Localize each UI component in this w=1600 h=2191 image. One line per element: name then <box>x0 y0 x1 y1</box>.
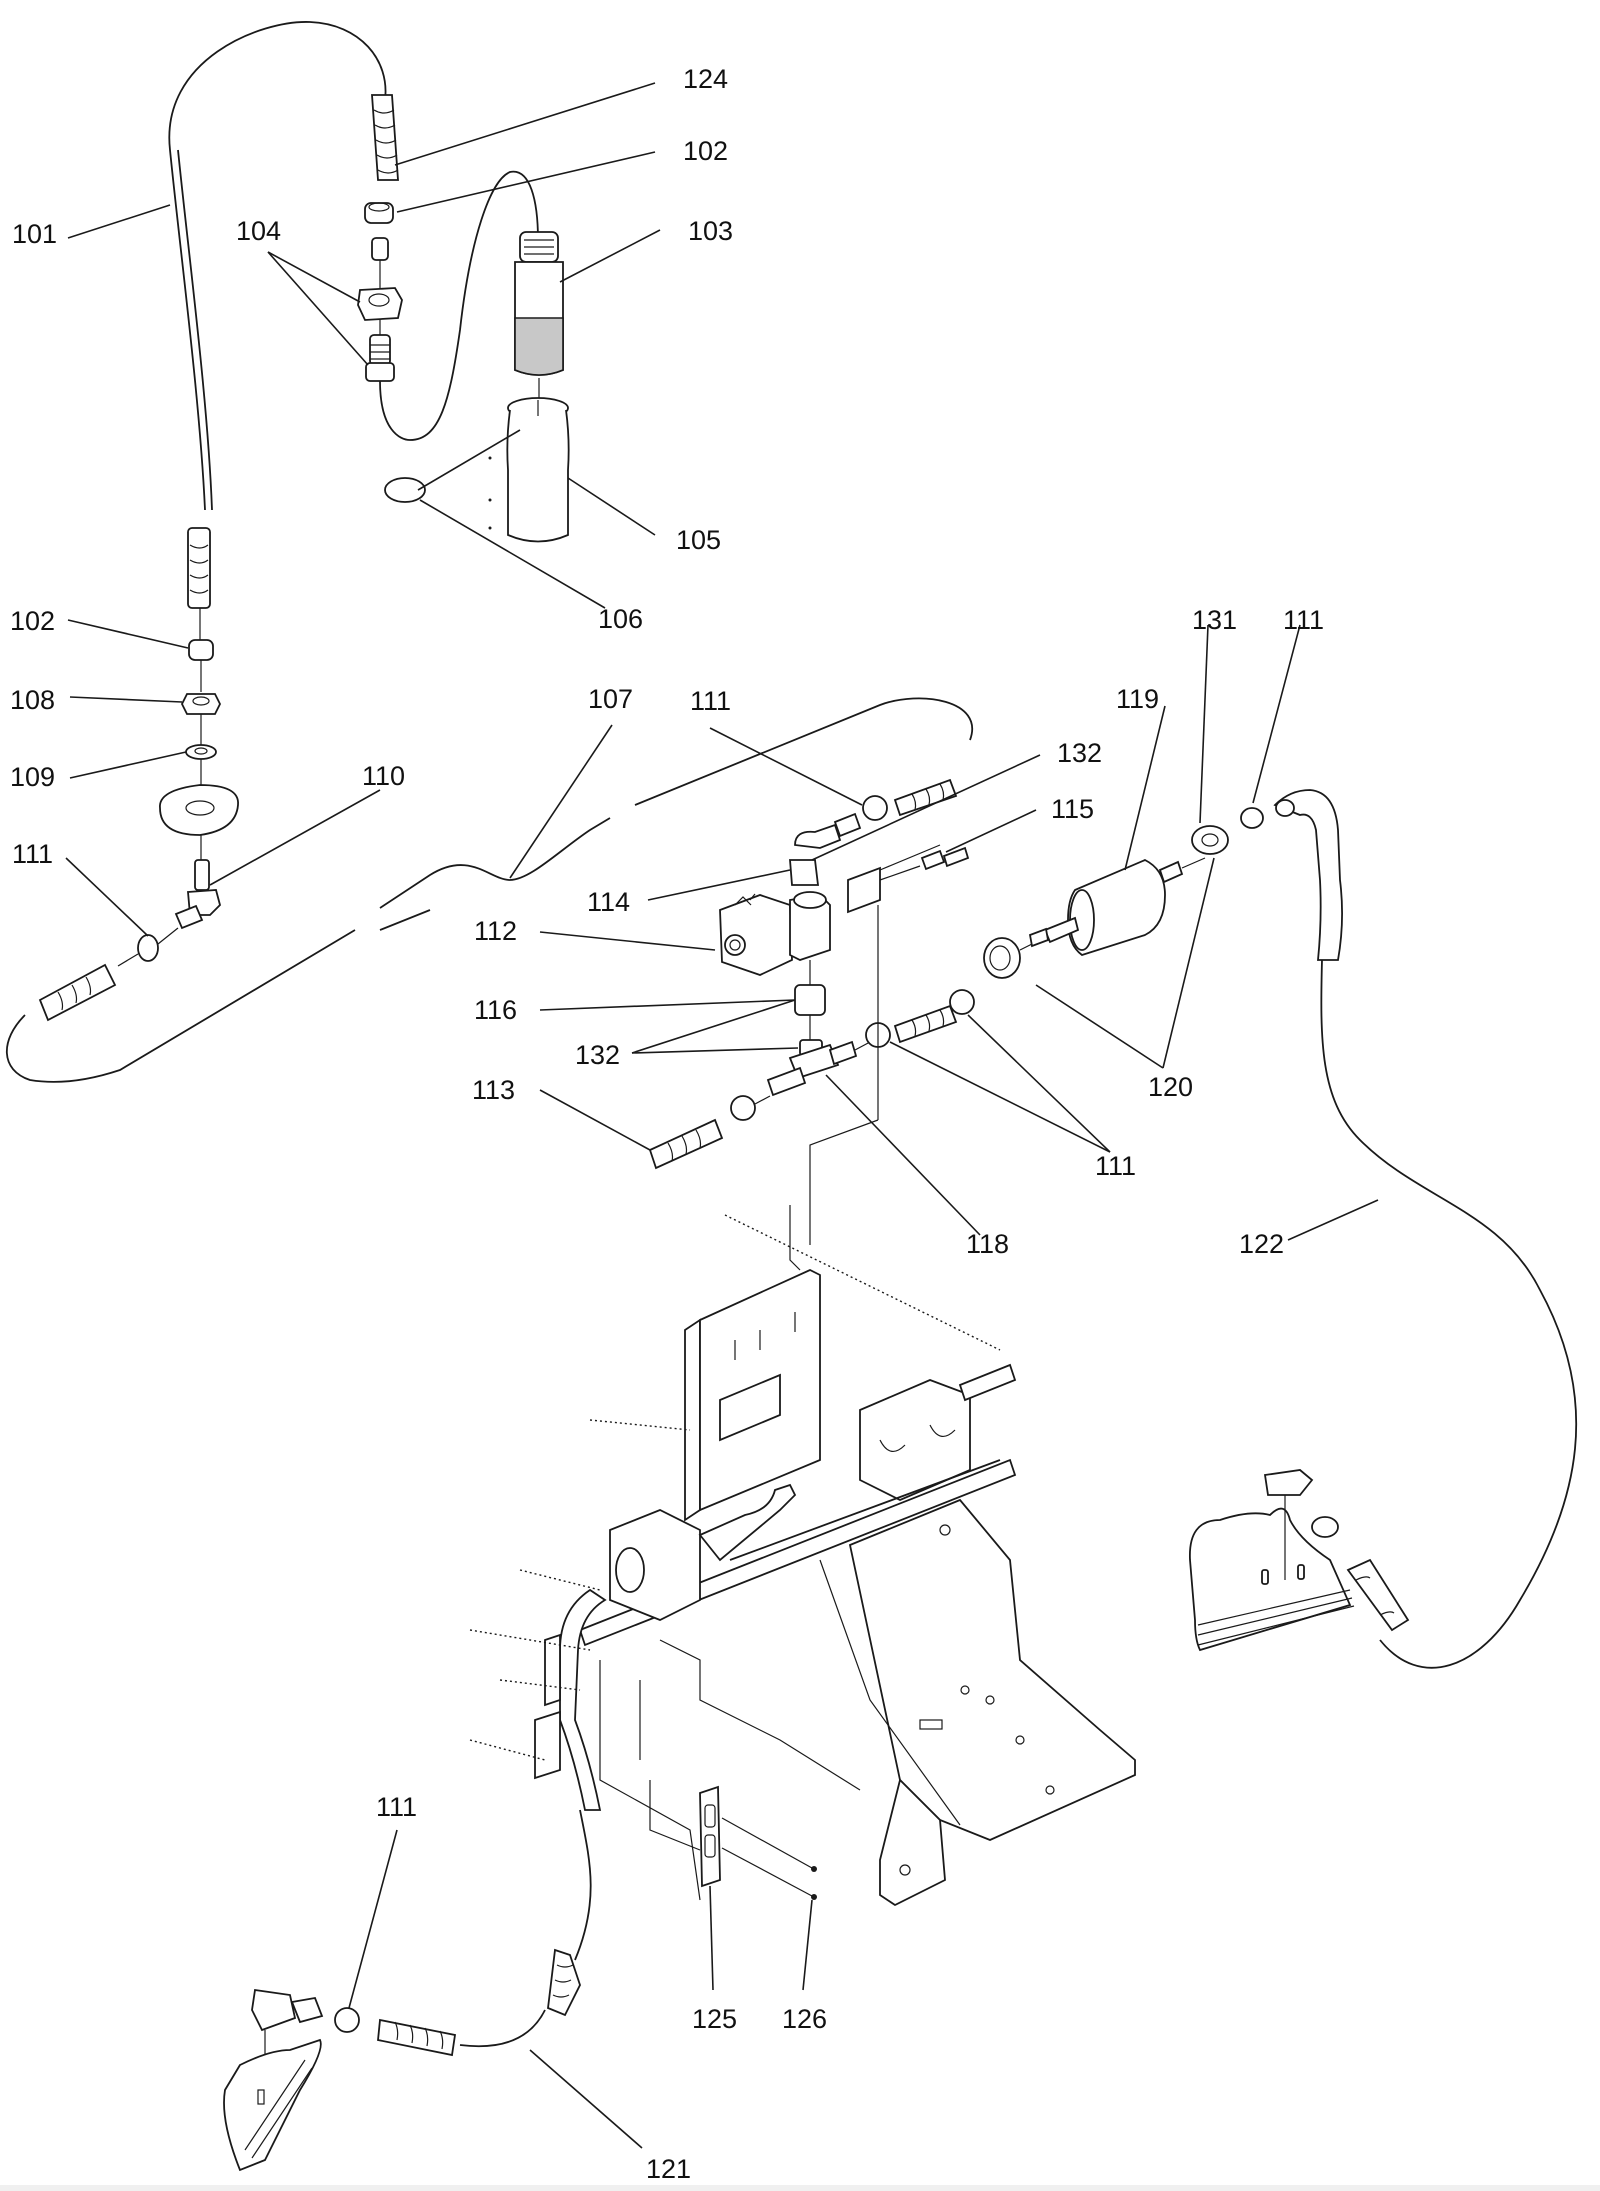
right-bracket <box>1189 1469 1410 1652</box>
callout-111-group: 111 <box>1095 1151 1136 1181</box>
bracket-and-screws-115 <box>809 844 970 1245</box>
grommet-131 <box>1191 825 1229 855</box>
ferrule-102-left <box>188 639 214 661</box>
canister-103 <box>514 231 564 398</box>
callout-132-top: 132 <box>1057 738 1102 768</box>
callout-111-bottom: 111 <box>376 1792 417 1822</box>
filter-119 <box>1028 857 1206 956</box>
hose-121 <box>223 1809 592 2172</box>
fitting-104 <box>357 260 403 382</box>
callout-103: 103 <box>688 216 733 246</box>
callout-132-mid: 132 <box>575 1040 620 1070</box>
cup-105 <box>506 397 570 543</box>
tube-sleeve-mid <box>893 778 958 817</box>
clamp-111-mid <box>862 795 888 821</box>
callout-115: 115 <box>1051 794 1094 824</box>
plate-125 <box>649 1780 721 1888</box>
callout-101: 101 <box>12 219 57 249</box>
fitting-120 <box>983 929 1061 979</box>
ferrule-102-top <box>364 202 394 261</box>
callout-107: 107 <box>588 684 633 714</box>
tube-sleeve-113 <box>648 1118 724 1170</box>
nut-108 <box>180 693 222 715</box>
callout-102-top: 102 <box>683 136 728 166</box>
hose-107 <box>5 929 356 1083</box>
callout-111-left: 111 <box>12 839 53 869</box>
callout-122: 122 <box>1239 1229 1284 1259</box>
elbow-114 <box>789 812 862 886</box>
callout-109: 109 <box>10 762 55 792</box>
braided-sleeve-124 <box>371 94 399 181</box>
screws-126 <box>721 1817 817 1900</box>
callout-119: 119 <box>1116 684 1159 714</box>
tube-sleeve-filter <box>893 1004 958 1044</box>
leader-lines <box>65 82 1379 2149</box>
callout-124: 124 <box>683 64 728 94</box>
tube-sleeve-left <box>38 963 117 1022</box>
callout-106: 106 <box>598 604 643 634</box>
hose-122 <box>1273 789 1578 1669</box>
hose-to-canister <box>379 170 539 441</box>
callout-111-mid: 111 <box>690 686 731 716</box>
washer-109 <box>185 744 217 760</box>
chassis-frame <box>469 1205 1136 1907</box>
elbow-fitting-110 <box>174 859 222 930</box>
tee-fitting-118 <box>766 1040 858 1097</box>
callout-108: 108 <box>10 685 55 715</box>
callout-labels: 124 102 103 101 104 105 106 102 108 109 … <box>10 64 1324 2184</box>
callout-112: 112 <box>474 916 517 946</box>
clamp-111-right <box>1240 807 1264 829</box>
callout-113: 113 <box>472 1075 515 1105</box>
callout-105: 105 <box>676 525 721 555</box>
left-sleeve <box>187 527 211 640</box>
bushing-116 <box>794 960 826 1057</box>
grommet-plate <box>159 784 239 836</box>
callout-121: 121 <box>646 2154 691 2184</box>
clamp-111-bottom <box>334 2007 360 2033</box>
o-ring-106 <box>384 477 426 503</box>
callout-126: 126 <box>782 2004 827 2034</box>
callout-116: 116 <box>474 995 517 1025</box>
clamp-111-c <box>949 989 975 1015</box>
hose-101 <box>168 21 387 511</box>
callout-110: 110 <box>362 761 405 791</box>
callout-125: 125 <box>692 2004 737 2034</box>
callout-111-right: 111 <box>1283 605 1324 635</box>
callout-120: 120 <box>1148 1072 1193 1102</box>
clamp-111-lower <box>730 1095 756 1121</box>
callout-102-left: 102 <box>10 606 55 636</box>
callout-114: 114 <box>587 887 630 917</box>
callout-104: 104 <box>236 216 281 246</box>
bottom-border <box>0 2185 1600 2191</box>
callout-131: 131 <box>1192 605 1237 635</box>
callout-118: 118 <box>966 1229 1009 1259</box>
clamp-111-left <box>117 927 179 967</box>
solenoid-valve-112 <box>719 891 831 976</box>
